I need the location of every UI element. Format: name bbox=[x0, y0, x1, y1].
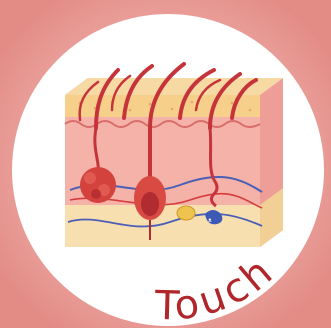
svg-text:ᴥ: ᴥ bbox=[208, 217, 212, 224]
skin-cross-section-icon: ᴥ bbox=[65, 64, 283, 247]
